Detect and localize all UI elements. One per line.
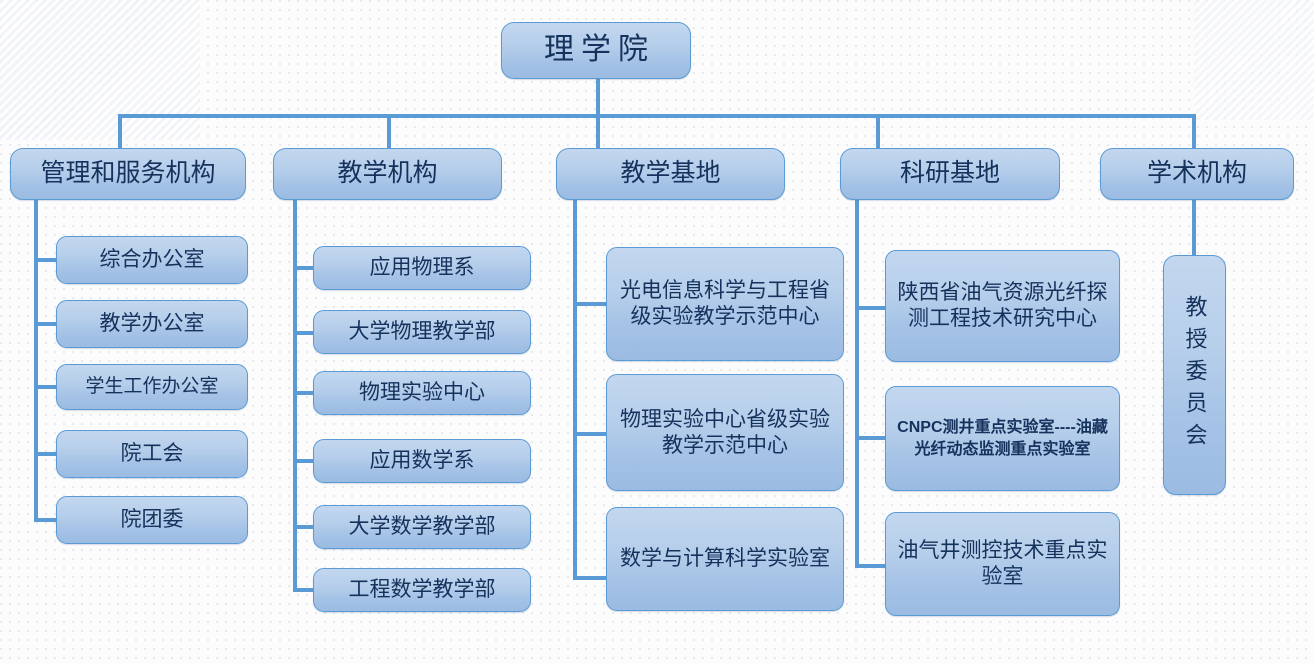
connector-stub-1-1 [34, 258, 58, 262]
node-branch-2-child-2[interactable]: 大学物理教学部 [313, 310, 531, 354]
node-branch-1-child-1-label: 综合办公室 [99, 247, 205, 272]
node-branch-2-child-4[interactable]: 应用数学系 [313, 439, 531, 483]
connector-stub-1-3 [34, 385, 58, 389]
node-branch-4-child-1-label: 陕西省油气资源光纤探测工程技术研究中心 [897, 280, 1108, 330]
node-branch-5-child-1[interactable]: 教授委员会 [1163, 255, 1226, 495]
connector-stub-4-1 [855, 306, 887, 310]
node-branch-1-child-5-label: 院团委 [120, 507, 184, 532]
connector-trunk-branch-2 [293, 198, 297, 592]
node-branch-1-child-3[interactable]: 学生工作办公室 [56, 364, 248, 410]
node-branch-1-child-4-label: 院工会 [120, 441, 184, 466]
node-branch-3-child-2-label: 物理实验中心省级实验教学示范中心 [620, 406, 830, 457]
node-branch-3-child-3-label: 数学与计算科学实验室 [620, 546, 830, 571]
connector-trunk-branch-4 [855, 198, 859, 568]
connector-stub-1-2 [34, 322, 58, 326]
node-branch-4-child-2-label: CNPC测井重点实验室----油藏光纤动态监测重点实验室 [897, 419, 1108, 458]
connector-drop-branch-2 [387, 114, 391, 150]
connector-trunk-branch-1 [34, 198, 38, 522]
connector-drop-branch-5 [1192, 114, 1196, 150]
connector-stub-4-2 [855, 436, 887, 440]
node-branch-1-child-2[interactable]: 教学办公室 [56, 300, 248, 348]
connector-stub-1-4 [34, 452, 58, 456]
node-branch-2-child-3[interactable]: 物理实验中心 [313, 371, 531, 415]
connector-trunk-branch-5 [1192, 200, 1196, 255]
node-branch-3-child-2[interactable]: 物理实验中心省级实验教学示范中心 [606, 374, 844, 491]
node-branch-5[interactable]: 学术机构 [1100, 148, 1294, 200]
connector-stub-2-6 [293, 588, 317, 592]
node-branch-2[interactable]: 教学机构 [273, 148, 502, 200]
connector-stub-2-1 [293, 266, 317, 270]
node-branch-4-child-2[interactable]: CNPC测井重点实验室----油藏光纤动态监测重点实验室 [885, 386, 1120, 491]
node-branch-1-child-1[interactable]: 综合办公室 [56, 236, 248, 284]
node-root-label: 理学院 [544, 33, 655, 67]
node-branch-2-child-6[interactable]: 工程数学教学部 [313, 568, 531, 612]
node-branch-2-child-5-label: 大学数学教学部 [348, 514, 496, 539]
node-branch-1-child-2-label: 教学办公室 [99, 311, 205, 336]
connector-drop-branch-1 [118, 114, 122, 150]
node-branch-2-child-3-label: 物理实验中心 [359, 380, 485, 405]
node-branch-3[interactable]: 教学基地 [556, 148, 785, 200]
node-branch-2-child-4-label: 应用数学系 [369, 448, 475, 473]
node-branch-1-child-4[interactable]: 院工会 [56, 430, 248, 478]
node-branch-2-child-5[interactable]: 大学数学教学部 [313, 505, 531, 549]
node-root[interactable]: 理学院 [501, 22, 691, 79]
node-branch-3-child-1-label: 光电信息科学与工程省级实验教学示范中心 [620, 278, 830, 328]
node-branch-5-label: 学术机构 [1146, 159, 1247, 187]
connector-stub-2-5 [293, 525, 317, 529]
node-branch-4-child-3[interactable]: 油气井测控技术重点实验室 [885, 512, 1120, 616]
node-branch-3-child-1[interactable]: 光电信息科学与工程省级实验教学示范中心 [606, 247, 844, 361]
node-branch-4-label: 科研基地 [899, 159, 1000, 187]
node-branch-5-child-1-label: 教授委员会 [1182, 295, 1208, 455]
node-branch-1-child-3-label: 学生工作办公室 [85, 376, 219, 398]
node-branch-1-label: 管理和服务机构 [40, 159, 216, 187]
connector-root-bus [118, 114, 1196, 118]
connector-stub-2-4 [293, 459, 317, 463]
node-branch-1[interactable]: 管理和服务机构 [10, 148, 246, 200]
node-branch-2-label: 教学机构 [337, 159, 438, 187]
connector-stub-2-3 [293, 391, 317, 395]
node-branch-2-child-6-label: 工程数学教学部 [348, 577, 496, 602]
node-branch-4-child-3-label: 油气井测控技术重点实验室 [897, 538, 1108, 588]
node-branch-4-child-1[interactable]: 陕西省油气资源光纤探测工程技术研究中心 [885, 250, 1120, 362]
node-branch-2-child-2-label: 大学物理教学部 [348, 319, 496, 344]
connector-drop-branch-3 [596, 114, 600, 150]
node-branch-3-label: 教学基地 [620, 159, 721, 187]
connector-stub-3-3 [573, 576, 608, 580]
connector-trunk-branch-3 [573, 198, 577, 580]
connector-stub-2-2 [293, 331, 317, 335]
connector-stub-4-3 [855, 564, 887, 568]
connector-drop-branch-4 [876, 114, 880, 150]
connector-root-drop [596, 78, 600, 116]
node-branch-2-child-1[interactable]: 应用物理系 [313, 246, 531, 290]
connector-stub-1-5 [34, 518, 58, 522]
node-branch-2-child-1-label: 应用物理系 [369, 255, 475, 280]
connector-stub-3-1 [573, 302, 608, 306]
node-branch-3-child-3[interactable]: 数学与计算科学实验室 [606, 507, 844, 611]
connector-stub-3-2 [573, 432, 608, 436]
node-branch-4[interactable]: 科研基地 [840, 148, 1060, 200]
node-branch-1-child-5[interactable]: 院团委 [56, 496, 248, 544]
